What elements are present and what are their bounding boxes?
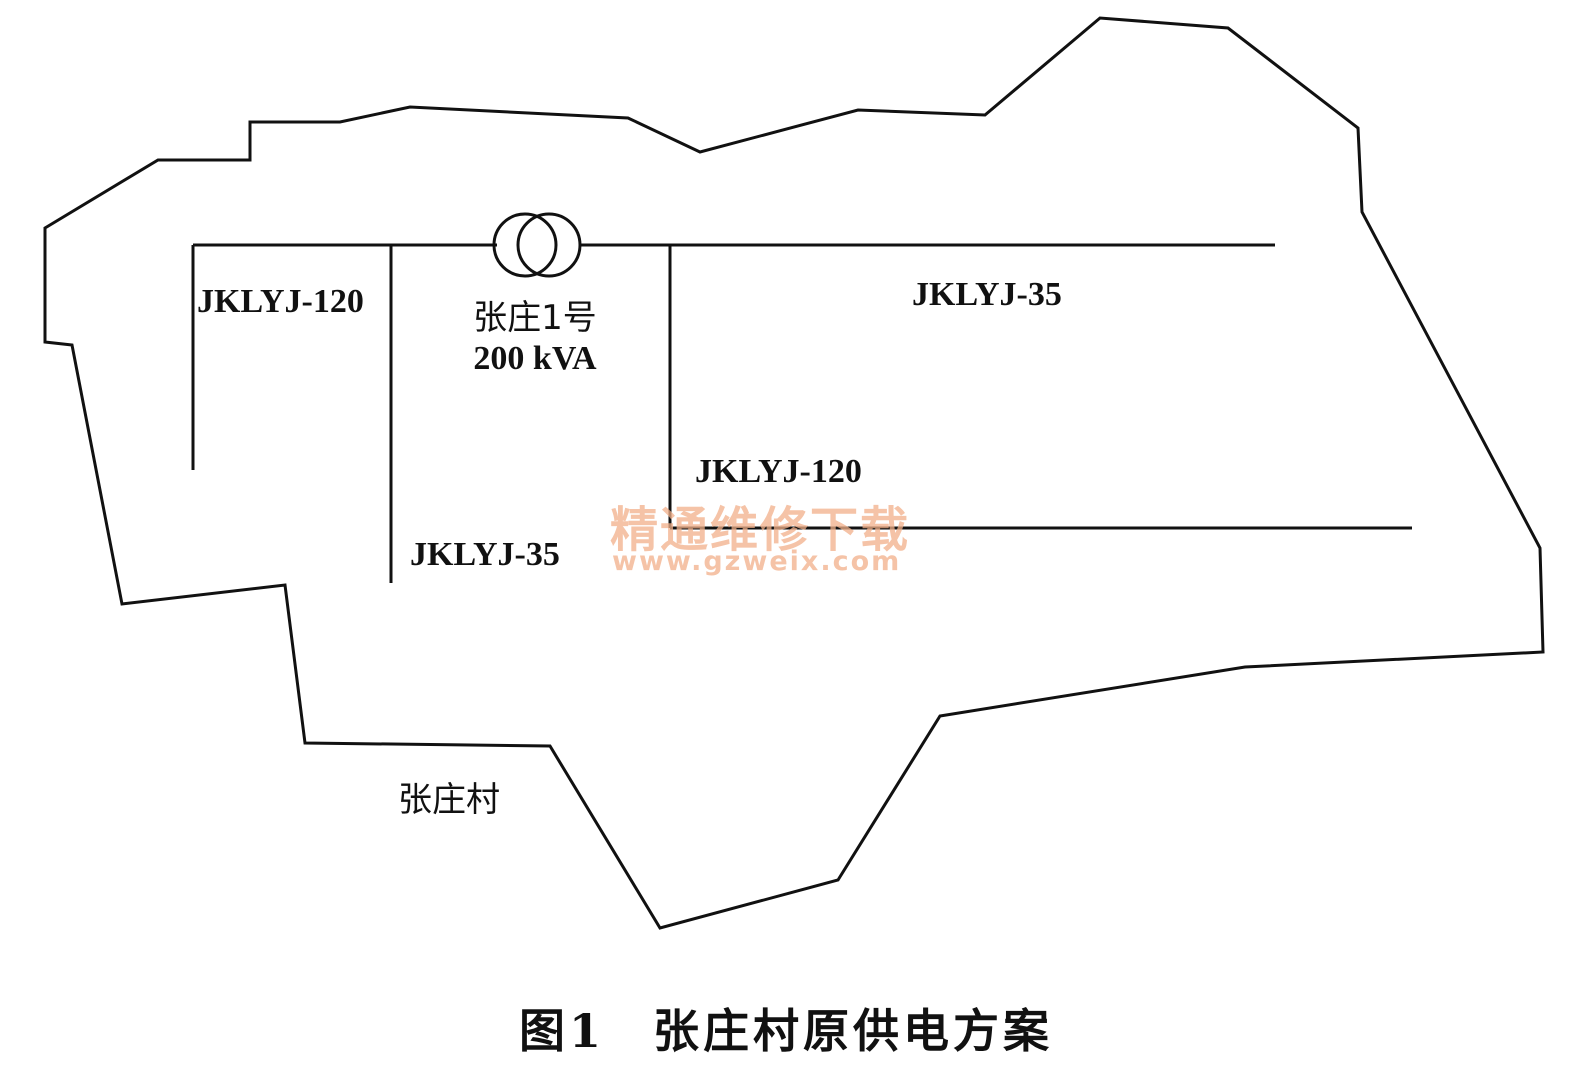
transformer-label: 张庄1号 200 kVA <box>430 298 640 380</box>
transformer-capacity: 200 kVA <box>473 339 597 377</box>
figure-number: 图1 <box>518 1004 605 1058</box>
cable-label-top-left: JKLYJ-120 <box>197 283 364 320</box>
cable-label-top-right: JKLYJ-35 <box>912 276 1062 313</box>
transformer-coil-left <box>492 212 558 278</box>
figure-caption: 图1 张庄村原供电方案 <box>0 995 1572 1061</box>
cable-label-middle: JKLYJ-120 <box>695 453 862 490</box>
watermark-url: www.gzweix.com <box>612 546 902 577</box>
transformer-coil-right <box>516 212 582 278</box>
village-name-label: 张庄村 <box>398 780 500 820</box>
transformer-name: 张庄1号 <box>473 298 597 338</box>
transformer-icon <box>492 212 582 278</box>
village-boundary <box>43 16 1545 930</box>
cable-label-bottom-left: JKLYJ-35 <box>410 536 560 573</box>
figure-title: 张庄村原供电方案 <box>653 1004 1053 1058</box>
watermark-text: 精通维修下载 <box>610 502 911 558</box>
